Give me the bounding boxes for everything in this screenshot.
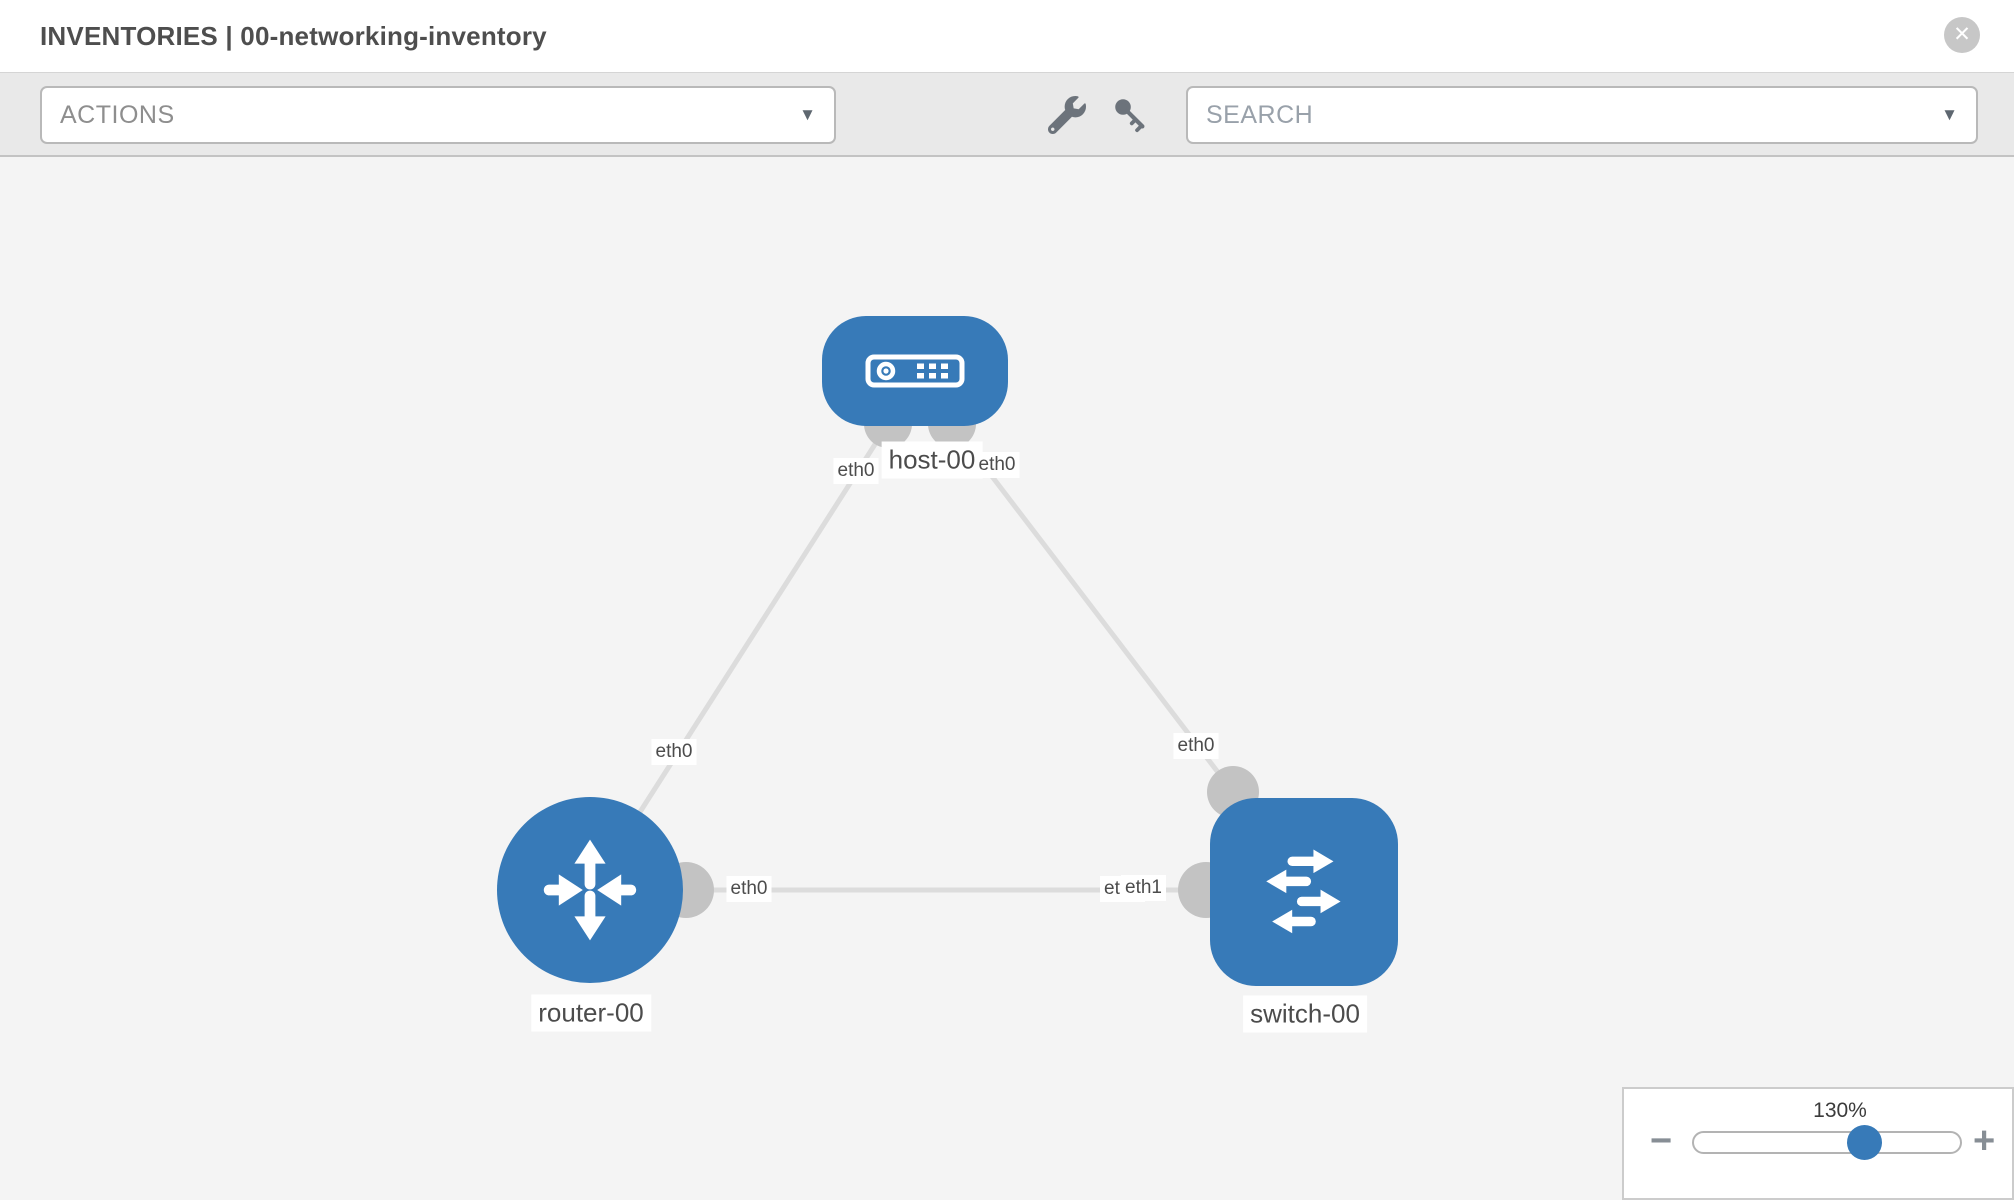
actions-dropdown[interactable]: ACTIONS ▼ bbox=[40, 86, 836, 144]
zoom-in-icon[interactable]: + bbox=[1973, 1120, 1996, 1162]
node-router[interactable] bbox=[497, 797, 683, 983]
toolbar: ACTIONS ▼ SEARCH ▼ bbox=[0, 72, 2014, 157]
actions-dropdown-label: ACTIONS bbox=[60, 101, 175, 129]
close-icon[interactable]: ✕ bbox=[1944, 17, 1980, 53]
iface-label-router-diag: eth0 bbox=[651, 739, 697, 765]
topology-canvas[interactable]: host-00 router-00 switch-00 eth0 eth0 et… bbox=[0, 157, 2014, 1200]
zoom-level-value: 130% bbox=[1813, 1099, 1867, 1122]
router-icon bbox=[543, 839, 637, 941]
wrench-icon[interactable] bbox=[1047, 95, 1087, 135]
host-icon bbox=[865, 354, 965, 388]
iface-label-switch-mid: eth1 bbox=[1121, 875, 1166, 901]
search-input[interactable]: SEARCH ▼ bbox=[1186, 86, 1978, 144]
zoom-slider-knob[interactable] bbox=[1847, 1125, 1882, 1160]
links-layer bbox=[637, 400, 1259, 918]
node-label-host: host-00 bbox=[881, 441, 983, 479]
switch-icon bbox=[1266, 849, 1341, 934]
iface-label-host-left: eth0 bbox=[833, 458, 879, 484]
iface-label-switch-diag: eth0 bbox=[1173, 733, 1219, 759]
chevron-down-icon: ▼ bbox=[799, 105, 816, 124]
key-icon[interactable] bbox=[1112, 96, 1150, 134]
node-host[interactable] bbox=[822, 316, 1008, 426]
zoom-control: 130% − + bbox=[1622, 1087, 2014, 1200]
page-title: INVENTORIES | 00-networking-inventory bbox=[40, 21, 547, 51]
chevron-down-icon: ▼ bbox=[1941, 105, 1958, 124]
node-label-router: router-00 bbox=[531, 994, 651, 1032]
node-label-switch: switch-00 bbox=[1243, 995, 1367, 1033]
header: INVENTORIES | 00-networking-inventory ✕ bbox=[0, 0, 2014, 72]
zoom-slider-track[interactable] bbox=[1692, 1131, 1962, 1154]
search-placeholder: SEARCH bbox=[1206, 101, 1314, 129]
zoom-out-icon[interactable]: − bbox=[1650, 1120, 1673, 1162]
iface-label-host-right: eth0 bbox=[974, 452, 1020, 478]
node-switch[interactable] bbox=[1210, 798, 1398, 986]
iface-label-router-mid: eth0 bbox=[726, 876, 772, 902]
